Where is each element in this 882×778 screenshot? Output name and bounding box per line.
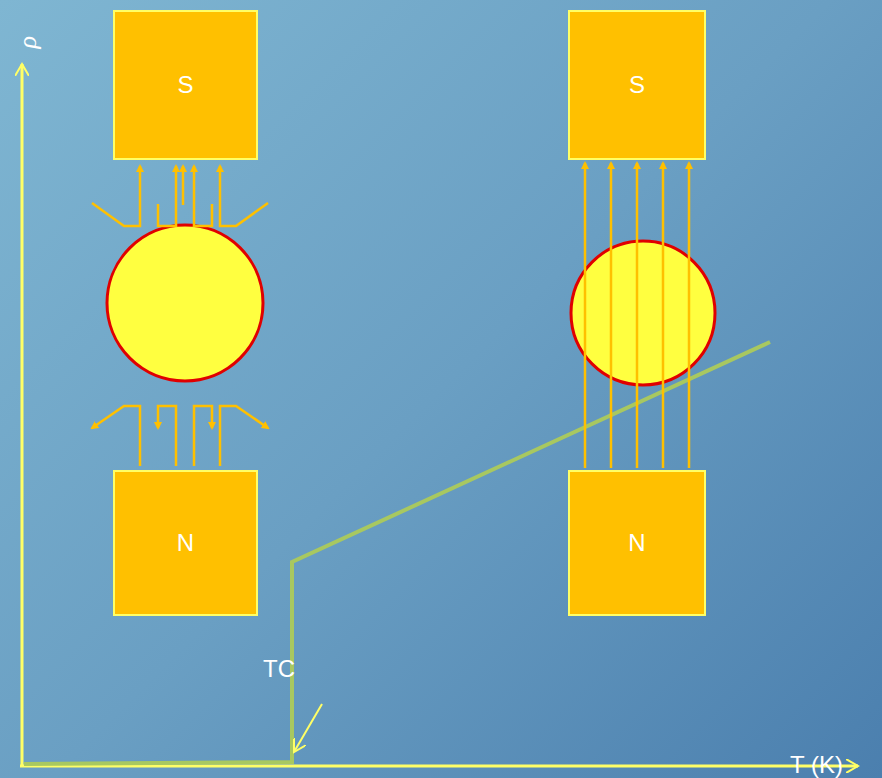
pole-label: S — [177, 72, 193, 98]
expelled-field-lines — [92, 406, 268, 466]
superconductor-sphere — [107, 225, 263, 381]
field-lines — [585, 163, 689, 468]
normal-sphere — [571, 241, 715, 385]
y-axis — [21, 64, 24, 767]
expelled-field-lines — [92, 166, 268, 226]
resistivity-curve — [24, 342, 770, 764]
pole-label: S — [629, 72, 645, 98]
magnet-pole: N — [568, 470, 706, 616]
magnet-pole: N — [113, 470, 258, 616]
pole-label: N — [628, 530, 645, 556]
critical-temperature-label: TC — [263, 656, 295, 682]
axis-label: ρ — [14, 36, 43, 48]
leader-line — [294, 704, 322, 752]
magnet-pole: S — [113, 10, 258, 160]
axis-label: T (K) — [790, 752, 843, 778]
magnet-pole: S — [568, 10, 706, 160]
pole-label: N — [177, 530, 194, 556]
